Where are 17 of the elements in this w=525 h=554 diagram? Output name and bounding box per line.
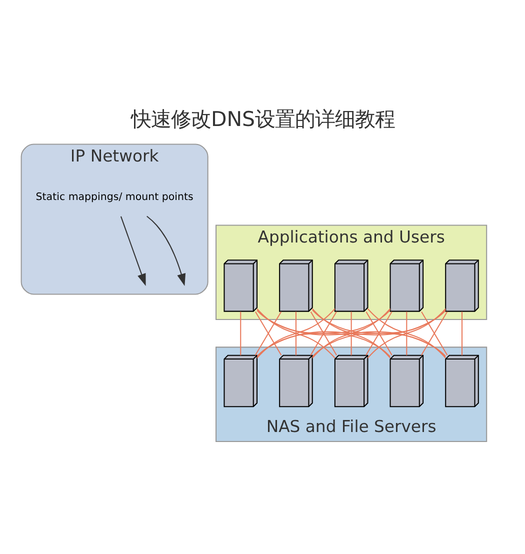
connector	[365, 310, 392, 356]
node-text: Static mappings/ mount points	[35, 190, 193, 203]
arrow	[120, 216, 146, 286]
connector	[406, 311, 407, 355]
connector	[256, 309, 390, 356]
cluster: Applications and Users	[215, 224, 487, 320]
connector	[256, 310, 446, 356]
connector	[366, 308, 446, 358]
cluster: NAS and File Servers	[215, 346, 487, 442]
connector	[312, 309, 446, 356]
connector	[240, 311, 241, 355]
diagram-title: 快速修改DNS设置的详细教程	[130, 106, 395, 130]
connector	[312, 308, 390, 358]
connector	[350, 311, 352, 355]
connector	[461, 311, 462, 355]
connector	[294, 311, 296, 355]
arrow	[146, 215, 186, 286]
